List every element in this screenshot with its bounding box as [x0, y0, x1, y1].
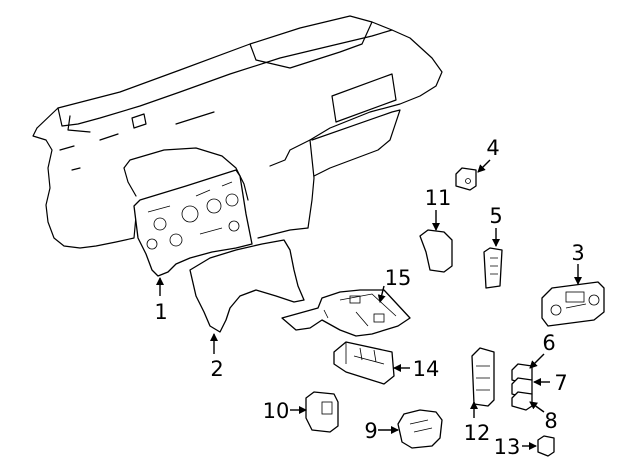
- switch-8: [511, 391, 533, 411]
- leader-arrows: [156, 159, 582, 450]
- instrument-panel-outline: [32, 15, 443, 249]
- callout-3: 3: [571, 241, 584, 265]
- callout-1: 1: [154, 300, 167, 324]
- callout-10: 10: [263, 399, 290, 423]
- instrument-cluster: [133, 169, 253, 277]
- callout-7: 7: [554, 371, 567, 395]
- callout-12: 12: [464, 421, 491, 445]
- switch-4: [455, 167, 477, 191]
- callout-11: 11: [425, 186, 452, 210]
- callout-13: 13: [494, 435, 521, 459]
- switch-10: [305, 391, 339, 433]
- switch-housing: [333, 341, 395, 385]
- callout-6: 6: [542, 331, 555, 355]
- switch-11: [419, 229, 453, 273]
- callout-15: 15: [385, 266, 412, 290]
- module-9: [397, 409, 443, 449]
- clip-13: [537, 435, 555, 457]
- callout-14: 14: [413, 357, 440, 381]
- callout-8: 8: [544, 409, 557, 433]
- cluster-bezel: [189, 239, 305, 333]
- callout-4: 4: [486, 136, 499, 160]
- callout-9: 9: [364, 419, 377, 443]
- callout-5: 5: [489, 204, 502, 228]
- switch-5: [483, 247, 503, 289]
- callout-2: 2: [210, 357, 223, 381]
- climate-control: [541, 281, 605, 327]
- switch-bank-12: [471, 347, 495, 407]
